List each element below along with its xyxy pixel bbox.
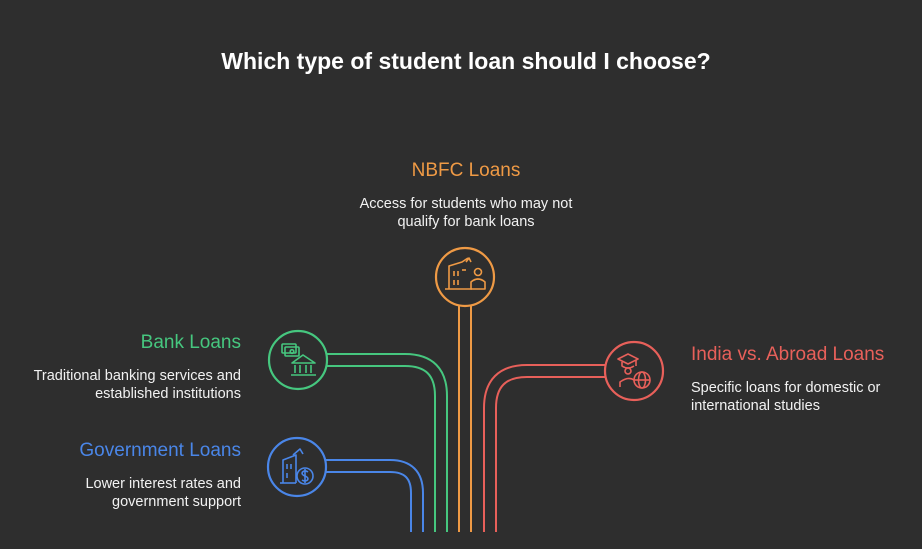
abroad-description-line-1: Specific loans for domestic or [691,380,881,396]
bank-description-line-2: established institutions [95,386,241,402]
bank-heading: Bank Loans [140,332,241,353]
abroad-description: Specific loans for domestic or internati… [691,379,916,415]
abroad-heading: India vs. Abroad Loans [691,344,885,365]
nbfc-description-line-2: qualify for bank loans [397,214,535,230]
graduate-globe-icon [617,353,651,389]
government-building-dollar-icon [280,448,314,485]
government-connector [326,459,424,532]
bank-description-line-1: Traditional banking services and [33,368,241,384]
government-heading: Government Loans [79,440,241,461]
page-title: Which type of student loan should I choo… [221,48,711,74]
nbfc-description-line-1: Access for students who may not [359,196,573,212]
cash-bank-icon [281,343,316,376]
abroad-connector [483,364,606,532]
bank-description: Traditional banking services and establi… [10,367,241,403]
abroad-node [603,340,665,402]
government-description-line-1: Lower interest rates and [85,476,241,492]
government-description-line-2: government support [112,494,241,510]
nbfc-heading: NBFC Loans [411,160,521,181]
abroad-description-line-2: international studies [691,398,820,414]
government-description: Lower interest rates and government supp… [10,475,241,511]
building-person-icon [445,257,486,290]
nbfc-description: Access for students who may not qualify … [316,195,616,231]
nbfc-node [434,246,496,308]
government-node [266,436,328,498]
bank-node [267,329,329,391]
